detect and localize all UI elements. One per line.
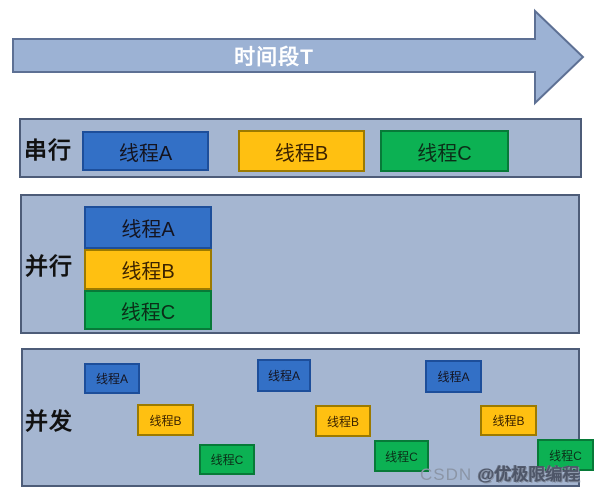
thread-b-box: 线程B: [84, 249, 212, 290]
time-arrow: [12, 8, 585, 106]
thread-b-box: 线程B: [238, 130, 365, 172]
row-label-serial: 串行: [24, 137, 72, 163]
thread-c-box: 线程C: [537, 439, 594, 471]
time-arrow-shape: [12, 8, 585, 106]
watermark-handle: @优极限编程: [477, 465, 580, 484]
thread-b-box: 线程B: [315, 405, 371, 437]
thread-c-box: 线程C: [84, 290, 212, 330]
row-label-parallel: 并行: [25, 253, 73, 279]
thread-c-box: 线程C: [380, 130, 509, 172]
time-arrow-label: 时间段T: [234, 45, 314, 69]
watermark-site: CSDN: [420, 465, 478, 484]
panel-parallel: 并行 线程A 线程B 线程C: [20, 194, 580, 334]
thread-a-box: 线程A: [82, 131, 209, 171]
thread-a-box: 线程A: [425, 360, 482, 393]
thread-a-box: 线程A: [84, 206, 212, 249]
panel-serial: 串行 线程A 线程B 线程C: [19, 118, 582, 178]
watermark: CSDN @优极限编程: [420, 460, 595, 485]
thread-c-box: 线程C: [374, 440, 429, 472]
thread-b-box: 线程B: [480, 405, 537, 436]
thread-a-box: 线程A: [84, 363, 140, 394]
panel-concurrent: 并发 线程A 线程B 线程C 线程A 线程B 线程C 线程A 线程B 线程C: [21, 348, 594, 487]
row-label-concurrent: 并发: [25, 408, 73, 434]
thread-c-box: 线程C: [199, 444, 255, 475]
thread-a-box: 线程A: [257, 359, 311, 392]
thread-b-box: 线程B: [137, 404, 194, 436]
